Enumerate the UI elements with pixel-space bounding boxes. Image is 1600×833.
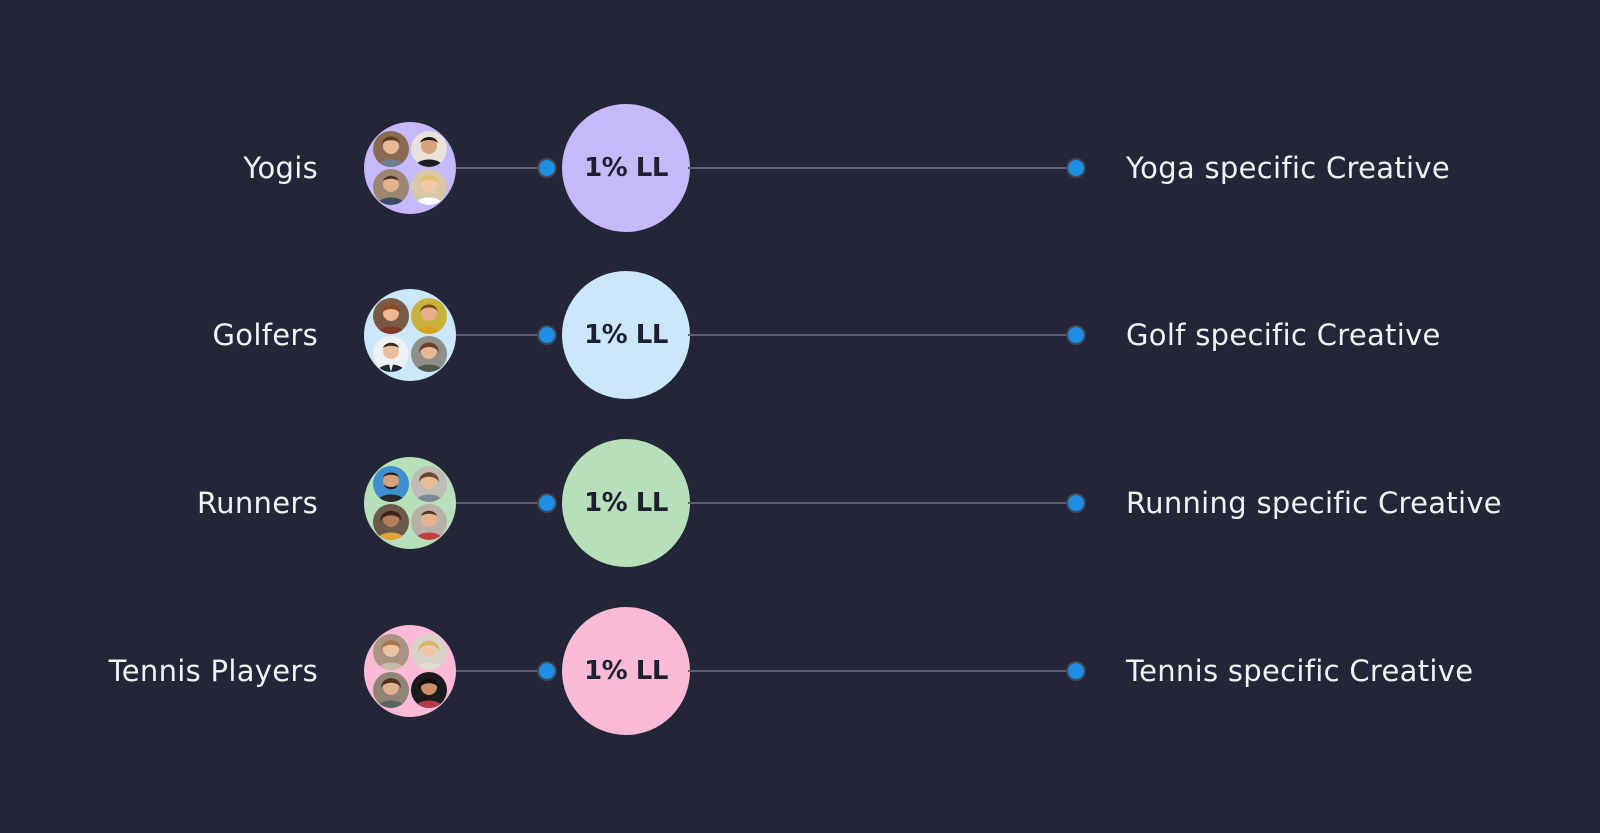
bubble-label: 1% LL — [584, 656, 668, 686]
connector-line-left — [452, 334, 548, 336]
node-dot-left — [537, 493, 557, 513]
bubble-label: 1% LL — [584, 488, 668, 518]
lookalike-bubble: 1% LL — [562, 271, 690, 399]
person-avatar-icon — [411, 672, 447, 708]
lookalike-bubble: 1% LL — [562, 607, 690, 735]
segment-label: Yogis — [243, 151, 318, 185]
segment-label: Runners — [197, 486, 318, 520]
avatar-group — [364, 625, 456, 717]
bubble-label: 1% LL — [584, 153, 668, 183]
bubble-label: 1% LL — [584, 320, 668, 350]
person-avatar-icon — [411, 169, 447, 205]
connector-line-right — [688, 334, 1077, 336]
creative-label: Running specific Creative — [1126, 486, 1502, 520]
person-avatar-icon — [373, 169, 409, 205]
person-avatar-icon — [373, 672, 409, 708]
creative-label: Yoga specific Creative — [1126, 151, 1450, 185]
avatar-group — [364, 289, 456, 381]
node-dot-left — [537, 325, 557, 345]
creative-label: Tennis specific Creative — [1126, 654, 1474, 688]
node-dot-left — [537, 158, 557, 178]
person-avatar-icon — [373, 131, 409, 167]
connector-line-left — [452, 167, 548, 169]
segment-label: Tennis Players — [108, 654, 318, 688]
creative-label: Golf specific Creative — [1126, 318, 1441, 352]
audience-row-golfers: Golfers 1% LL Golf specific Creative — [0, 265, 1600, 405]
node-dot-right — [1066, 493, 1086, 513]
person-avatar-icon — [373, 336, 409, 372]
person-avatar-icon — [411, 298, 447, 334]
segment-label: Golfers — [212, 318, 318, 352]
person-avatar-icon — [411, 634, 447, 670]
person-avatar-icon — [411, 504, 447, 540]
connector-line-left — [452, 502, 548, 504]
person-avatar-icon — [411, 131, 447, 167]
person-avatar-icon — [373, 298, 409, 334]
person-avatar-icon — [411, 336, 447, 372]
person-avatar-icon — [373, 634, 409, 670]
person-avatar-icon — [411, 466, 447, 502]
connector-line-left — [452, 670, 548, 672]
node-dot-right — [1066, 661, 1086, 681]
connector-line-right — [688, 670, 1077, 672]
person-avatar-icon — [373, 466, 409, 502]
connector-line-right — [688, 167, 1077, 169]
audience-row-tennis-players: Tennis Players 1% LL Tennis specific Cre… — [0, 601, 1600, 741]
audience-row-runners: Runners 1% LL Running specific Creative — [0, 433, 1600, 573]
node-dot-right — [1066, 325, 1086, 345]
lookalike-bubble: 1% LL — [562, 104, 690, 232]
person-avatar-icon — [373, 504, 409, 540]
lookalike-bubble: 1% LL — [562, 439, 690, 567]
node-dot-right — [1066, 158, 1086, 178]
connector-line-right — [688, 502, 1077, 504]
avatar-group — [364, 457, 456, 549]
avatar-group — [364, 122, 456, 214]
audience-row-yogis: Yogis 1% LL Yoga specific Creative — [0, 98, 1600, 238]
node-dot-left — [537, 661, 557, 681]
